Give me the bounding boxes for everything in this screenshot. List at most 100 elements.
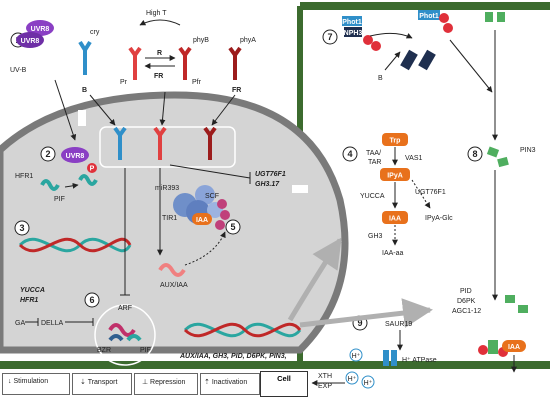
phot-blue-light-label: B: [378, 75, 383, 82]
proton-icon: [349, 348, 363, 362]
pr-label: Pr: [120, 79, 128, 86]
iaa-aa-label: IAA-aa: [382, 250, 404, 257]
hfr1-gene-label: HFR1: [20, 297, 38, 304]
panel-number-2: 2: [45, 149, 50, 159]
arf-label: ARF: [118, 305, 132, 312]
nuclear-pore: [78, 110, 86, 126]
svg-text:EXP: EXP: [318, 383, 332, 390]
nuclear-pore: [292, 185, 308, 193]
xth-label: XTH: [318, 373, 332, 380]
legend-repression-label: ⊥ Repression: [142, 379, 186, 386]
phosphate-icon: [443, 23, 453, 33]
h-atpase-label: H⁺ ATPase: [402, 357, 437, 364]
mir393-label: miR393: [155, 185, 179, 192]
svg-text:UVR8: UVR8: [21, 38, 40, 45]
bzr-label: BZR: [97, 347, 111, 354]
svg-text:Trp: Trp: [390, 138, 401, 145]
svg-text:D6PK: D6PK: [457, 298, 476, 305]
legend-stimulation-label: ↓ Stimulation: [8, 378, 49, 385]
red-light-label: R: [157, 50, 162, 57]
svg-text:IPyA: IPyA: [387, 173, 403, 180]
ga-label: GA: [15, 320, 25, 327]
ipya-glc-label: IPyA-Glc: [425, 215, 453, 222]
panel-number-3: 3: [19, 223, 24, 233]
phyb-pr: [128, 46, 142, 80]
yucca-label: YUCCA: [360, 193, 385, 200]
phyb-label: phyB: [193, 37, 209, 44]
pin3-vesicle: [518, 305, 528, 313]
uvr8-dimer: UVR8 UVR8: [16, 20, 54, 48]
svg-text:GH3.17: GH3.17: [255, 181, 280, 188]
ugt-gh3-gene-label: UGT76F1: [255, 171, 286, 178]
iaa-export: [502, 340, 526, 352]
pin3-at-membrane: [488, 340, 498, 354]
aux-iaa-protein: [158, 263, 186, 277]
iaa-in-tir1: [192, 213, 212, 225]
uvr8-monomer: [61, 147, 89, 163]
svg-text:IAA: IAA: [196, 217, 208, 224]
svg-text:Phot1: Phot1: [342, 19, 362, 26]
svg-text:NPH3: NPH3: [344, 30, 363, 37]
panel-number-4: 4: [347, 149, 352, 159]
ubiquitin-icon: [217, 199, 227, 209]
blue-light-label: B: [82, 87, 87, 94]
far-red-label-phya: FR: [232, 87, 241, 94]
phosphate-icon: [478, 345, 488, 355]
ubiquitin-icon: [220, 210, 230, 220]
legend-transport-label: ⇣ Transport: [80, 379, 118, 386]
phya-photoreceptor: [228, 46, 242, 80]
panel-numbers: 1 2 3 4 5 6 7 8 9: [10, 29, 483, 331]
legend-stimulation: [2, 373, 70, 395]
activated-photoreceptors-box: [99, 126, 236, 168]
scf-label: SCF: [205, 193, 219, 200]
phot1-receptor: [342, 16, 362, 26]
cell-growth-box: Cell: [260, 371, 308, 397]
pif-label: PIF: [54, 196, 65, 203]
pif-phosphorylated: [78, 174, 98, 186]
vas1-label: VAS1: [405, 155, 422, 162]
panel-number-6: 6: [89, 295, 94, 305]
target-genes-label: AUX/IAA, GH3, PID, D6PK, PIN3,: [179, 353, 287, 360]
svg-text:H⁺: H⁺: [352, 353, 361, 360]
nph3-protein: [344, 27, 362, 37]
proton-icon: [361, 375, 375, 389]
hfr1-label: HFR1: [15, 173, 33, 180]
svg-text:Phot1: Phot1: [419, 13, 439, 20]
h-atpase: [391, 350, 397, 366]
pif-protein: [40, 179, 60, 191]
ugt76f1-label: UGT76F1: [415, 189, 446, 196]
pif-label-complex: PIF: [140, 347, 151, 354]
phosphate-icon: [371, 41, 381, 51]
arf-bzr-pif-complex: [94, 304, 156, 366]
yucca-gene-label: YUCCA: [20, 287, 45, 294]
iaa-box: [382, 211, 408, 224]
ipya-box: [380, 168, 410, 181]
svg-text:AGC1-12: AGC1-12: [452, 308, 481, 315]
legend-transport: [72, 373, 132, 395]
phosphate-icon: [363, 35, 373, 45]
aux-iaa-label: AUX/IAA: [160, 282, 188, 289]
pin3-vesicle: [486, 146, 500, 158]
svg-text:UVR8: UVR8: [31, 26, 50, 33]
della-label: DELLA: [41, 320, 64, 327]
ubiquitin-icon: [215, 220, 225, 230]
svg-text:P: P: [90, 166, 95, 173]
high-temperature-label: High T: [146, 10, 167, 17]
legend-repression: [134, 373, 198, 395]
taa-label: TAA/: [366, 150, 381, 157]
phyb-pfr: [178, 46, 192, 80]
cell-growth-label: Cell: [277, 374, 291, 383]
phosphate-icon: [439, 13, 449, 23]
uvb-label: UV-B: [10, 67, 27, 74]
nph3-dissociated: [418, 49, 436, 71]
trp-box: [382, 133, 408, 146]
panel-number-9: 9: [357, 318, 362, 328]
pin3-label: PIN3: [520, 147, 536, 154]
pin3-vesicle: [505, 295, 515, 303]
panel-number-5: 5: [230, 222, 235, 232]
pin3-vesicle: [497, 156, 509, 168]
legend-inactivation-label: ⇡ Inactivation: [204, 379, 248, 386]
h-atpase: [383, 350, 389, 366]
phya-label: phyA: [240, 37, 256, 44]
cry-photoreceptor: [78, 40, 92, 75]
